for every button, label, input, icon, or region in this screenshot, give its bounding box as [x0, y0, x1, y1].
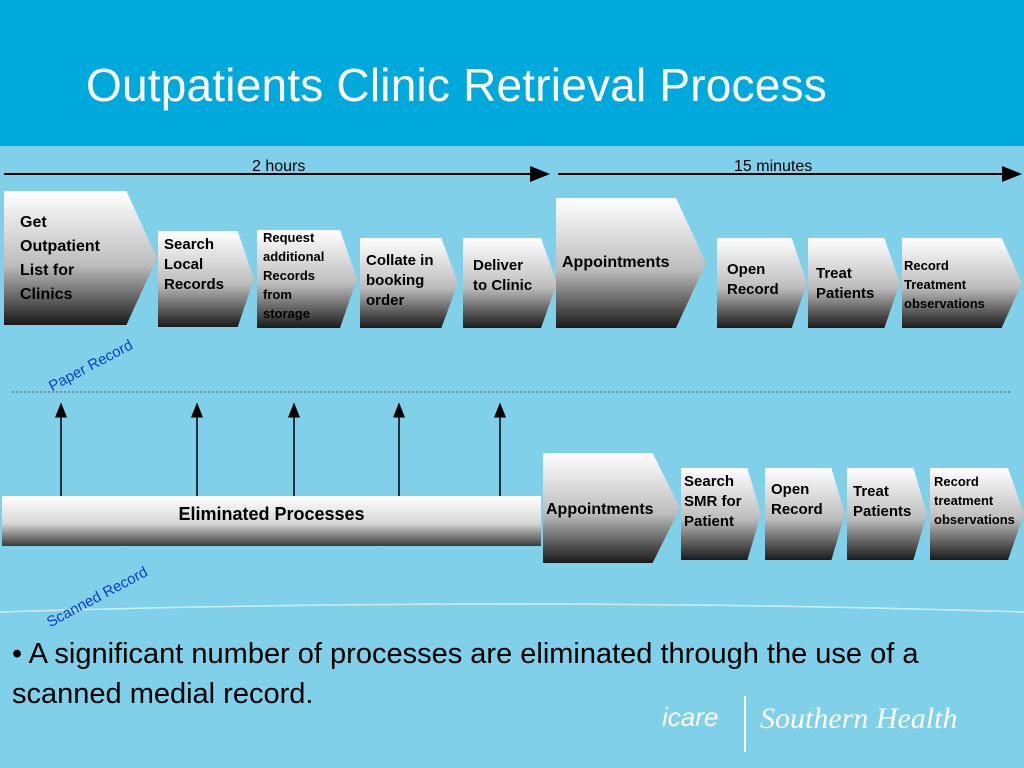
- step-label: Open Record: [771, 481, 823, 518]
- step-treat-patients-scanned: Treat Patients: [847, 468, 927, 560]
- step-label: Record treatment observations: [934, 474, 1015, 527]
- step-label: Treat Patients: [853, 483, 912, 520]
- step-label: Get Outpatient List for Clinics: [20, 214, 100, 303]
- logo-divider: [744, 696, 746, 752]
- step-record-treatment-paper: Record Treatment observations: [902, 238, 1022, 328]
- step-record-treatment-scanned: Record treatment observations: [930, 468, 1024, 560]
- eliminated-processes-bar: Eliminated Processes: [2, 496, 541, 546]
- timeline-label-2-hours: 2 hours: [252, 158, 306, 175]
- icare-logo-text: icare: [662, 702, 719, 732]
- step-label: Treat Patients: [816, 265, 875, 302]
- step-open-record-paper: Open Record: [717, 238, 807, 328]
- step-get-outpatient-list: Get Outpatient List for Clinics: [4, 191, 157, 325]
- step-search-smr: Search SMR for Patient: [681, 468, 761, 560]
- summary-bullet: • A significant number of processes are …: [12, 638, 919, 710]
- title-bar: [0, 0, 1024, 146]
- step-label: Appointments: [562, 254, 670, 271]
- eliminated-processes-label: Eliminated Processes: [178, 504, 365, 524]
- slide-title: Outpatients Clinic Retrieval Process: [86, 59, 827, 111]
- southern-health-logo-text: Southern Health: [760, 702, 958, 735]
- step-label: Open Record: [727, 261, 779, 298]
- step-appointments-paper: Appointments: [556, 198, 706, 328]
- step-label: Collate in booking order: [366, 252, 434, 309]
- step-collate-booking-order: Collate in booking order: [360, 238, 458, 328]
- step-label: Appointments: [546, 501, 654, 518]
- step-deliver-to-clinic: Deliver to Clinic: [463, 238, 557, 328]
- step-label: Record Treatment observations: [904, 258, 985, 311]
- step-label: Search Local Records: [164, 236, 225, 293]
- step-request-additional-records: Request additional Records from storage: [257, 230, 357, 328]
- timeline-label-15-minutes: 15 minutes: [734, 158, 813, 175]
- step-treat-patients-paper: Treat Patients: [808, 238, 900, 328]
- step-label: Request additional Records from storage: [263, 230, 325, 321]
- separator-curve: [0, 603, 1024, 613]
- step-label: Search SMR for Patient: [684, 473, 742, 530]
- step-appointments-scanned: Appointments: [543, 453, 680, 563]
- step-search-local-records: Search Local Records: [158, 231, 254, 327]
- step-open-record-scanned: Open Record: [765, 468, 845, 560]
- step-label: Deliver to Clinic: [473, 257, 533, 294]
